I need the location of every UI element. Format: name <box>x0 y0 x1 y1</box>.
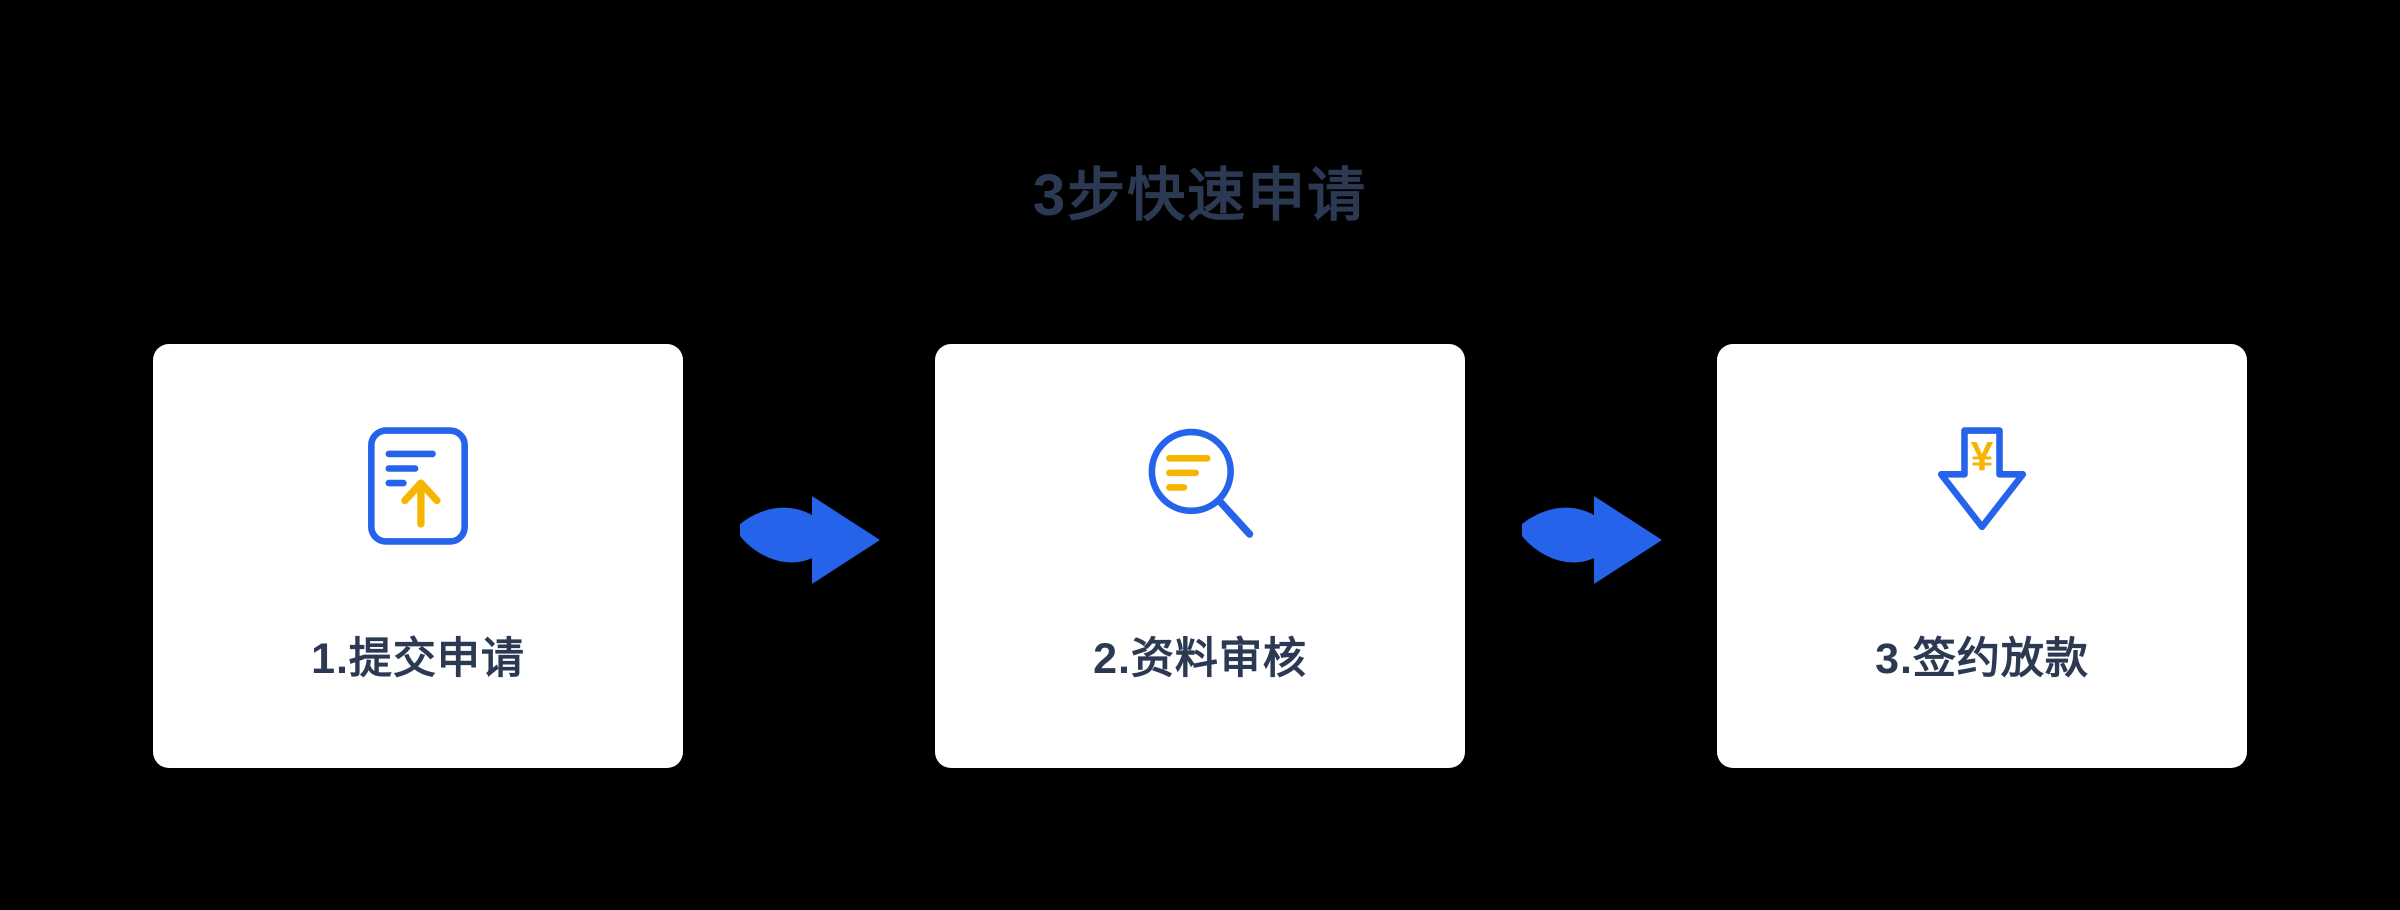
step-label: 2.资料审核 <box>1093 635 1307 683</box>
upload-document-icon <box>348 416 488 556</box>
step-card-2: 2.资料审核 <box>935 344 1465 768</box>
steps-row: 1.提交申请 2.资料审核 <box>153 344 2247 768</box>
step-card-3: ¥ 3.签约放款 <box>1717 344 2247 768</box>
step-label: 3.签约放款 <box>1875 635 2089 683</box>
search-review-icon <box>1130 416 1270 556</box>
step-card-1: 1.提交申请 <box>153 344 683 768</box>
arrow-right-icon <box>734 490 884 590</box>
download-funds-icon: ¥ <box>1912 416 2052 556</box>
arrow-right-icon <box>1516 490 1666 590</box>
yuan-symbol: ¥ <box>1971 433 1994 479</box>
step-label: 1.提交申请 <box>311 635 525 683</box>
page-title: 3步快速申请 <box>1032 163 1368 228</box>
